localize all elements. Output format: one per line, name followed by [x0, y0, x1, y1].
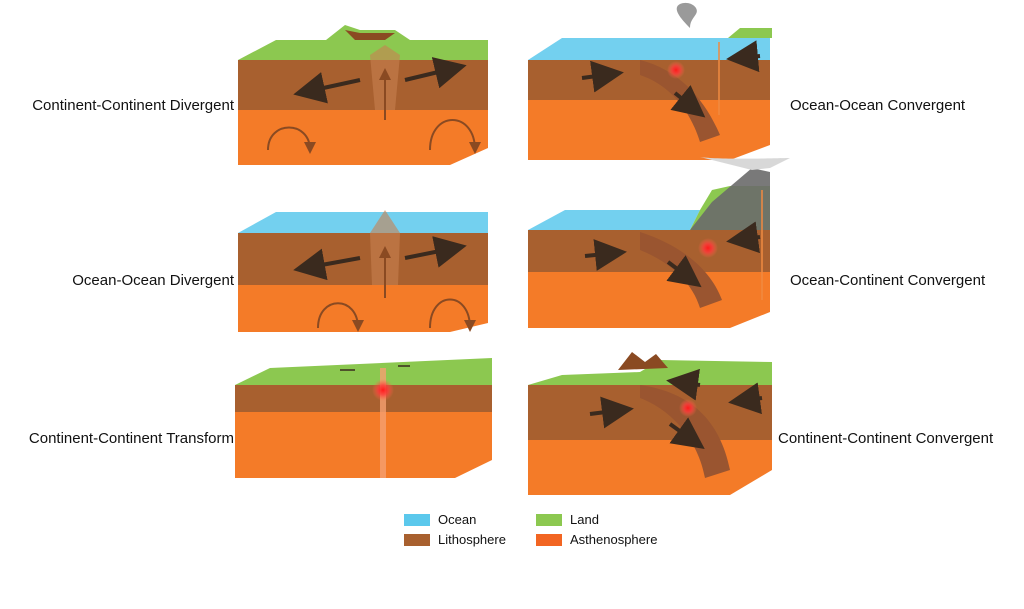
block-cc-convergent — [528, 352, 772, 495]
label-oc-convergent: Ocean-Continent Convergent — [790, 272, 986, 289]
legend-lithosphere: Lithosphere — [404, 532, 506, 547]
block-oo-divergent — [238, 210, 488, 332]
legend-asthenosphere-label: Asthenosphere — [570, 532, 658, 547]
block-cc-transform — [235, 358, 492, 478]
ocean-swatch — [404, 513, 430, 526]
legend-lithosphere-label: Lithosphere — [438, 532, 506, 547]
legend-asthenosphere: Asthenosphere — [536, 532, 657, 547]
legend-ocean: Ocean — [404, 512, 476, 527]
label-cc-divergent: Continent-Continent Divergent — [32, 97, 234, 114]
lithosphere-swatch — [404, 533, 430, 546]
legend-land: Land — [536, 512, 599, 527]
block-oo-convergent — [528, 2, 772, 160]
land-swatch — [536, 513, 562, 526]
label-cc-convergent: Continent-Continent Convergent — [778, 430, 994, 447]
asthenosphere-swatch — [536, 533, 562, 546]
legend-land-label: Land — [570, 512, 599, 527]
label-oo-convergent: Ocean-Ocean Convergent — [790, 97, 966, 114]
label-cc-transform: Continent-Continent Transform — [28, 430, 234, 447]
label-oo-divergent: Ocean-Ocean Divergent — [72, 272, 234, 289]
block-cc-divergent — [238, 25, 488, 165]
legend-ocean-label: Ocean — [438, 512, 477, 527]
block-oc-convergent — [528, 157, 790, 328]
